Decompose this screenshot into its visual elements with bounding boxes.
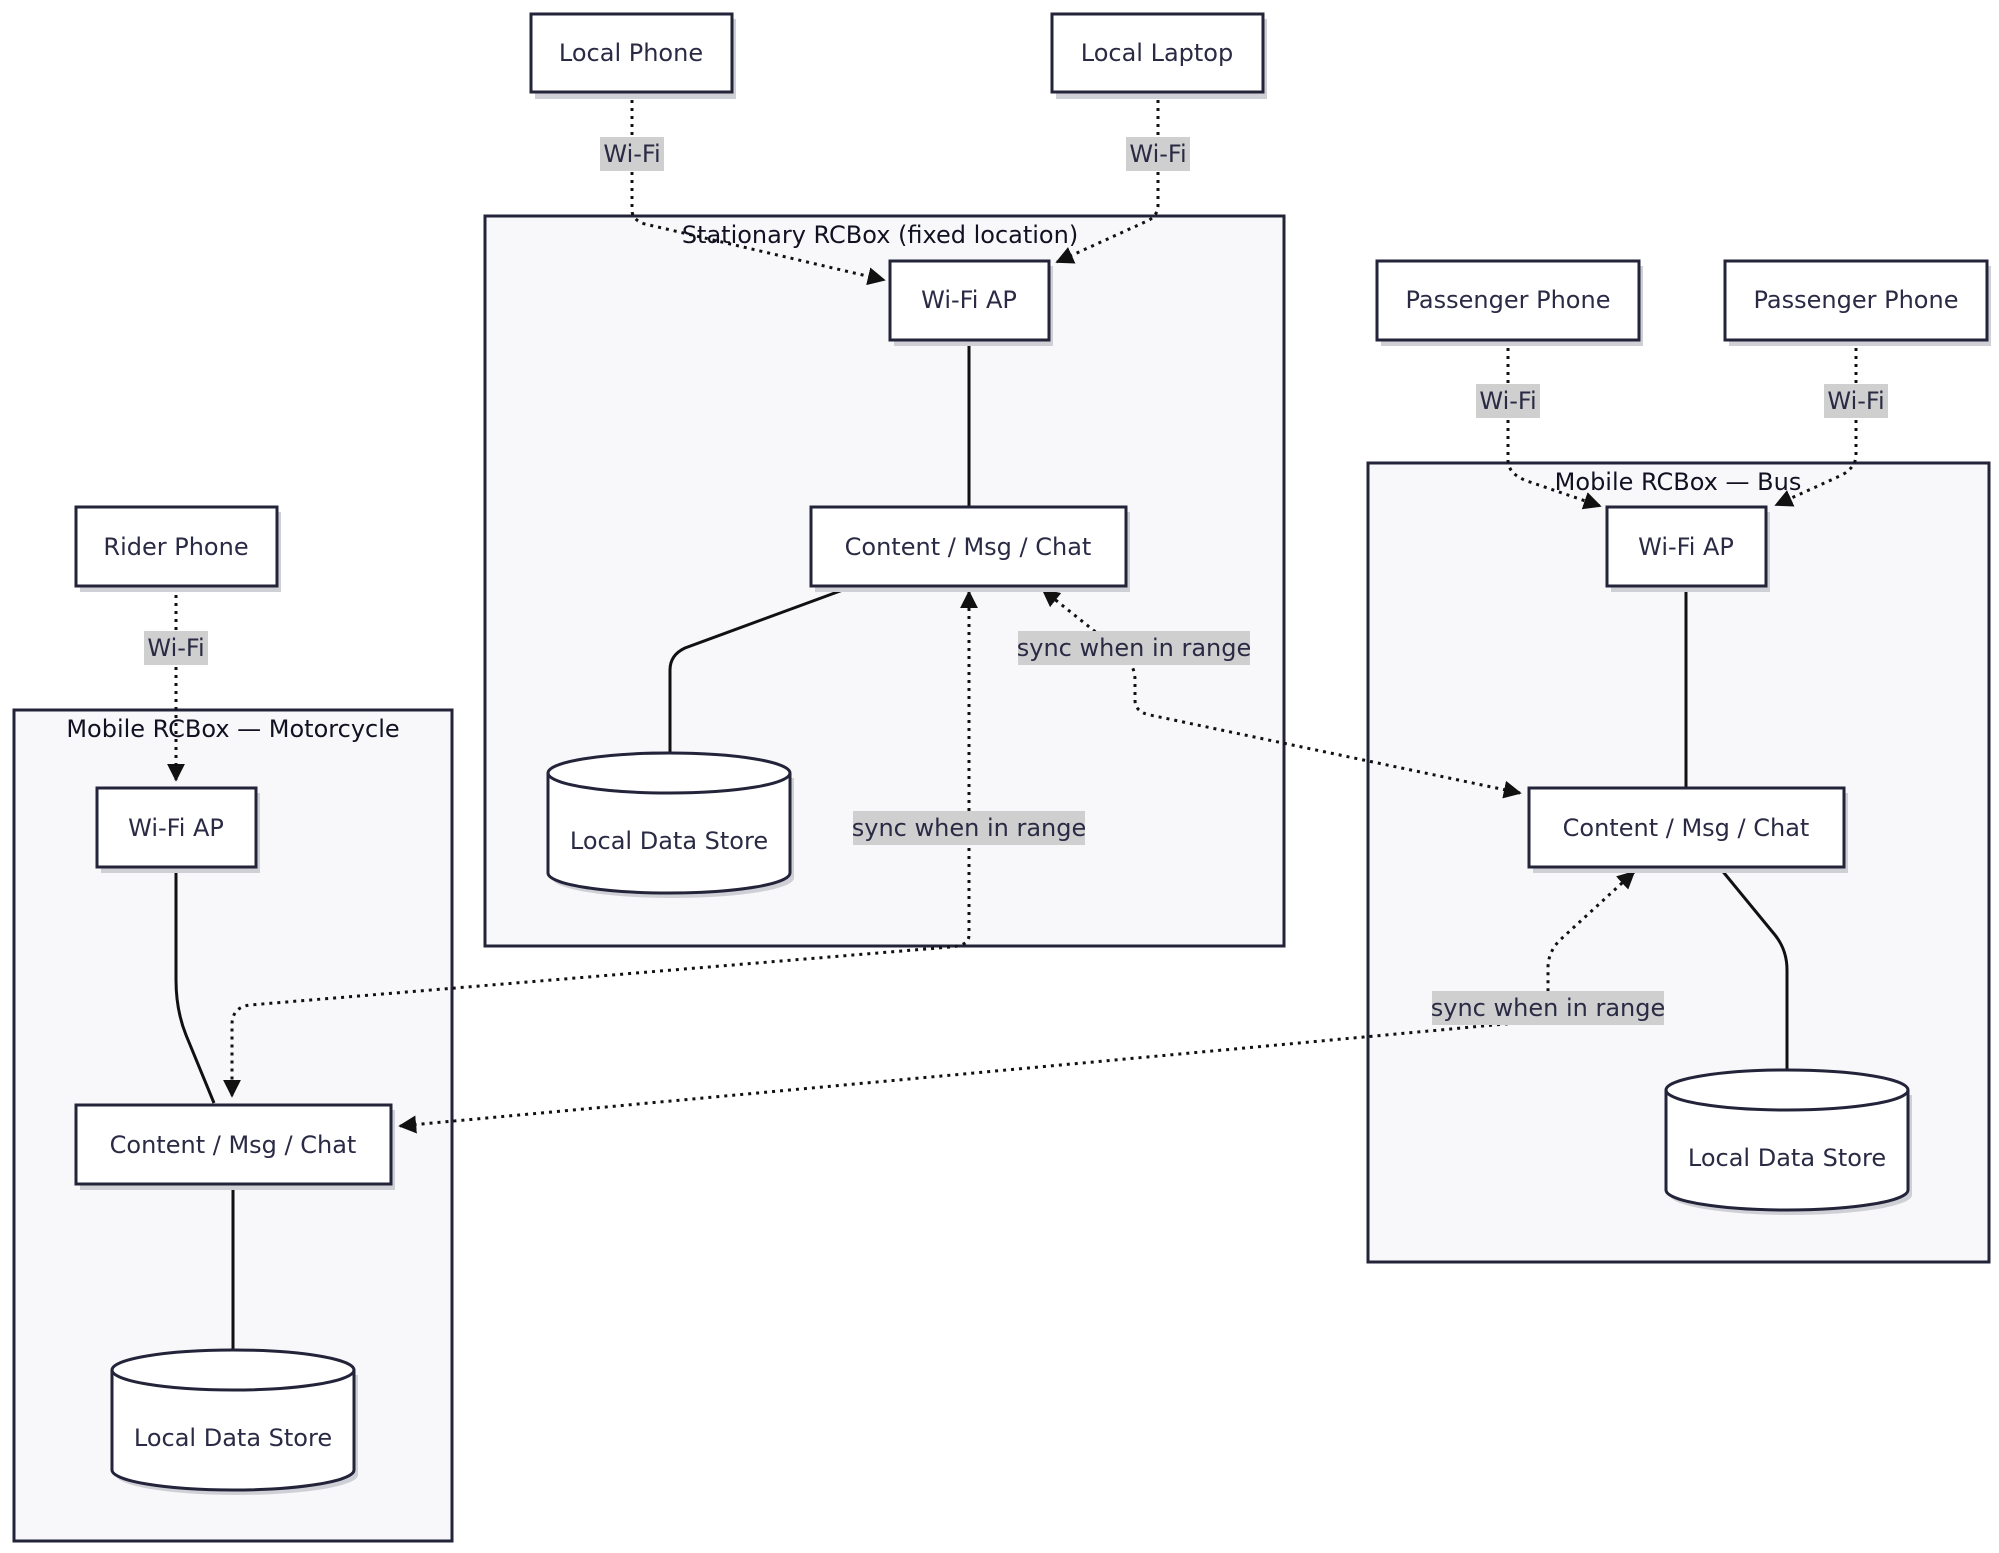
node-bus-store[interactable]: Local Data Store xyxy=(1664,1068,1912,1215)
svg-text:Content / Msg / Chat: Content / Msg / Chat xyxy=(1563,814,1810,842)
edge-label-passenger1-wifi: Wi-Fi xyxy=(1476,384,1540,418)
cluster-title-bus: Mobile RCBox — Bus xyxy=(1555,468,1802,496)
edge-sync-st-bus xyxy=(1041,588,1522,799)
svg-text:Wi-Fi AP: Wi-Fi AP xyxy=(921,286,1017,314)
svg-text:sync when in range: sync when in range xyxy=(852,814,1086,842)
edge-local-phone-wifi xyxy=(630,92,886,286)
svg-text:Local Phone: Local Phone xyxy=(559,39,703,67)
node-stationary-wifi-ap[interactable]: Wi-Fi AP xyxy=(888,259,1053,346)
edge-moto-ap-content xyxy=(174,868,216,1104)
svg-text:Wi-Fi AP: Wi-Fi AP xyxy=(1638,533,1734,561)
svg-text:sync when in range: sync when in range xyxy=(1431,994,1665,1022)
edge-bus-content-store xyxy=(1718,867,1789,1070)
edge-local-laptop-wifi xyxy=(1055,92,1160,264)
wifi-edges xyxy=(167,92,1858,782)
node-bus-wifi-ap[interactable]: Wi-Fi AP xyxy=(1605,505,1770,592)
svg-text:Local Laptop: Local Laptop xyxy=(1081,39,1233,67)
cluster-title-stationary: Stationary RCBox (fixed location) xyxy=(682,221,1078,249)
svg-text:Passenger Phone: Passenger Phone xyxy=(1754,286,1959,314)
svg-text:sync when in range: sync when in range xyxy=(1017,634,1251,662)
node-local-laptop[interactable]: Local Laptop xyxy=(1050,12,1267,99)
edge-label-rider-wifi: Wi-Fi xyxy=(144,631,208,665)
cluster-title-motorcycle: Mobile RCBox — Motorcycle xyxy=(66,715,399,743)
svg-text:Passenger Phone: Passenger Phone xyxy=(1406,286,1611,314)
edge-label-sync-bus-moto: sync when in range xyxy=(1431,991,1665,1025)
edge-label-sync-st-moto: sync when in range xyxy=(852,811,1086,845)
edge-passenger1-wifi xyxy=(1506,340,1602,510)
svg-text:Wi-Fi: Wi-Fi xyxy=(1827,387,1884,415)
svg-text:Wi-Fi: Wi-Fi xyxy=(1129,140,1186,168)
svg-text:Wi-Fi: Wi-Fi xyxy=(603,140,660,168)
node-bus-content[interactable]: Content / Msg / Chat xyxy=(1527,786,1848,873)
svg-text:Wi-Fi: Wi-Fi xyxy=(147,634,204,662)
sync-edges xyxy=(223,588,1636,1134)
edge-label-sync-st-bus: sync when in range xyxy=(1017,631,1251,665)
edge-label-local-laptop-wifi: Wi-Fi xyxy=(1126,137,1190,171)
node-rider-phone[interactable]: Rider Phone xyxy=(74,505,281,592)
node-moto-content[interactable]: Content / Msg / Chat xyxy=(74,1103,395,1190)
edge-label-local-phone-wifi: Wi-Fi xyxy=(600,137,664,171)
svg-text:Local Data Store: Local Data Store xyxy=(1688,1144,1886,1172)
node-stationary-store[interactable]: Local Data Store xyxy=(546,751,794,898)
node-moto-store[interactable]: Local Data Store xyxy=(110,1348,358,1495)
edge-label-passenger2-wifi: Wi-Fi xyxy=(1824,384,1888,418)
node-local-phone[interactable]: Local Phone xyxy=(529,12,736,99)
svg-text:Local Data Store: Local Data Store xyxy=(134,1424,332,1452)
svg-text:Rider Phone: Rider Phone xyxy=(103,533,248,561)
node-passenger-phone-1[interactable]: Passenger Phone xyxy=(1375,259,1643,346)
svg-text:Local Data Store: Local Data Store xyxy=(570,827,768,855)
svg-text:Wi-Fi AP: Wi-Fi AP xyxy=(128,814,224,842)
node-stationary-content[interactable]: Content / Msg / Chat xyxy=(809,505,1130,592)
node-passenger-phone-2[interactable]: Passenger Phone xyxy=(1723,259,1991,346)
svg-text:Content / Msg / Chat: Content / Msg / Chat xyxy=(845,533,1092,561)
svg-text:Wi-Fi: Wi-Fi xyxy=(1479,387,1536,415)
node-moto-wifi-ap[interactable]: Wi-Fi AP xyxy=(95,786,260,873)
svg-text:Content / Msg / Chat: Content / Msg / Chat xyxy=(110,1131,357,1159)
